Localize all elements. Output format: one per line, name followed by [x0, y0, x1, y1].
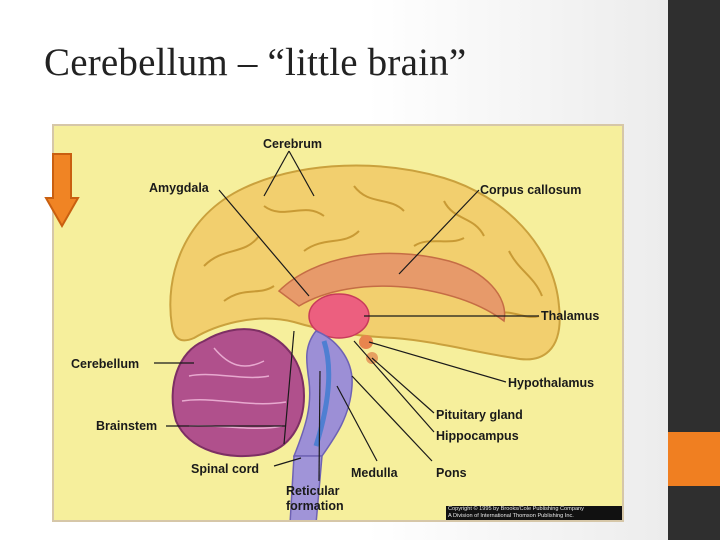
label-corpus-callosum: Corpus callosum	[480, 183, 582, 197]
spinal-cord-shape	[289, 455, 323, 520]
copyright-notice: Copyright © 1995 by Brooks/Cole Publishi…	[446, 506, 622, 520]
label-hippocampus: Hippocampus	[436, 429, 519, 443]
brain-diagram: Cerebrum Amygdala Corpus callosum Thalam…	[52, 124, 624, 522]
label-cerebellum: Cerebellum	[71, 357, 140, 371]
copyright-line-2: A Division of International Thomson Publ…	[448, 513, 574, 519]
label-amygdala: Amygdala	[149, 181, 209, 195]
down-arrow-icon	[44, 153, 80, 229]
corpus-callosum-shape	[277, 252, 506, 323]
hypothalamus-shape	[359, 335, 373, 349]
label-pituitary-gland: Pituitary gland	[436, 408, 523, 422]
label-reticular-formation-1: Reticular	[286, 484, 340, 498]
label-thalamus: Thalamus	[541, 309, 600, 323]
slide-title: Cerebellum – “little brain”	[44, 41, 467, 84]
leader-lines	[154, 150, 539, 482]
label-medulla: Medulla	[351, 466, 398, 480]
copyright-line-1: Copyright © 1995 by Brooks/Cole Publishi…	[448, 506, 584, 512]
label-spinal-cord: Spinal cord	[191, 462, 260, 476]
brain-illustration	[154, 150, 561, 520]
label-brainstem: Brainstem	[96, 419, 158, 433]
cerebellum-shape	[171, 328, 306, 458]
label-cerebrum: Cerebrum	[263, 137, 323, 151]
label-pons: Pons	[436, 466, 467, 480]
side-accent-block	[668, 432, 720, 486]
label-reticular-formation-2: formation	[286, 499, 344, 513]
label-hypothalamus: Hypothalamus	[508, 376, 595, 390]
